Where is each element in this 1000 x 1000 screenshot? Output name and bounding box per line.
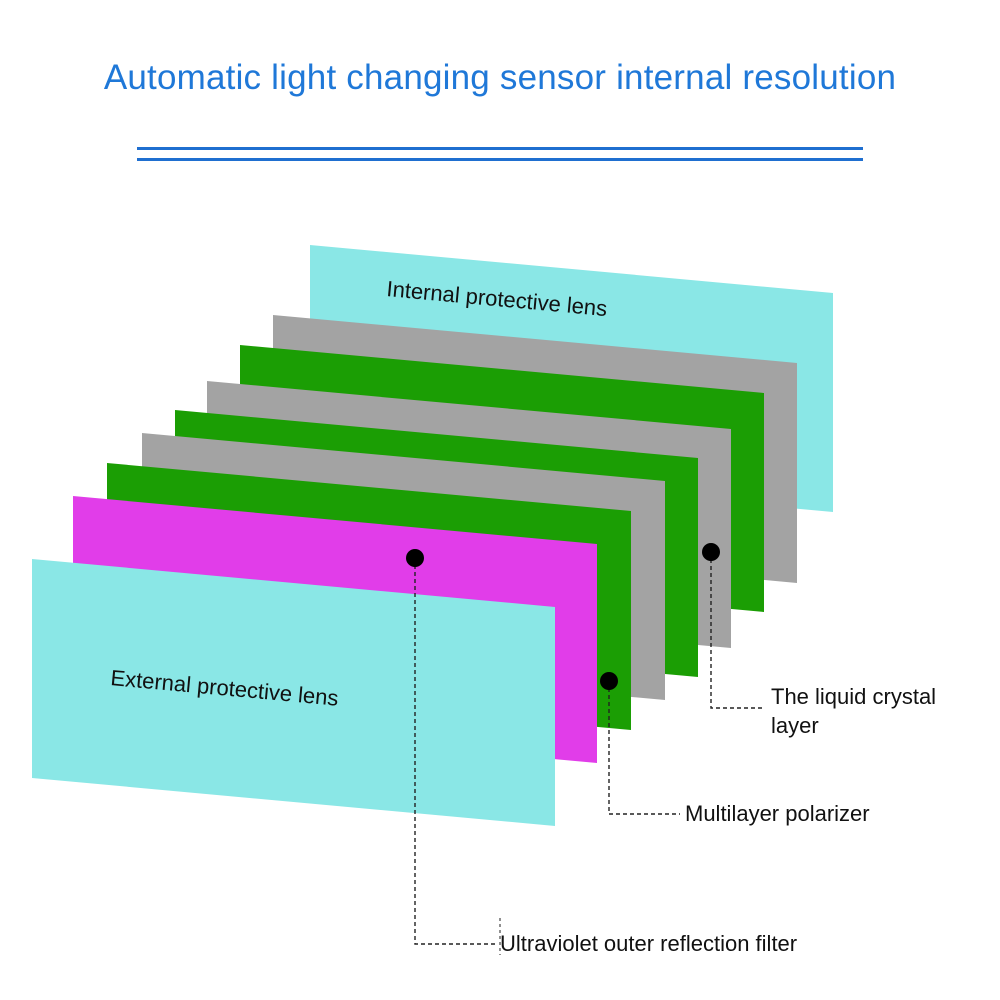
page-title: Automatic light changing sensor internal… [103, 58, 897, 97]
polarizer-callout: Multilayer polarizer [685, 801, 870, 826]
title-underline-top [137, 147, 863, 150]
polarizer-marker [600, 672, 618, 690]
panel-external-protective-lens [32, 559, 555, 826]
uv-filter-leader [414, 558, 497, 945]
uv-filter-callout: Ultraviolet outer reflection filter [500, 931, 797, 956]
liquid-crystal-leader [710, 552, 765, 709]
liquid-crystal-callout-line2: layer [771, 713, 819, 738]
liquid-crystal-callout-line1: The liquid crystal [771, 684, 936, 709]
polarizer-leader [608, 681, 680, 815]
liquid-crystal-marker [702, 543, 720, 561]
title-underline-bottom [137, 158, 863, 161]
uv-filter-marker [406, 549, 424, 567]
